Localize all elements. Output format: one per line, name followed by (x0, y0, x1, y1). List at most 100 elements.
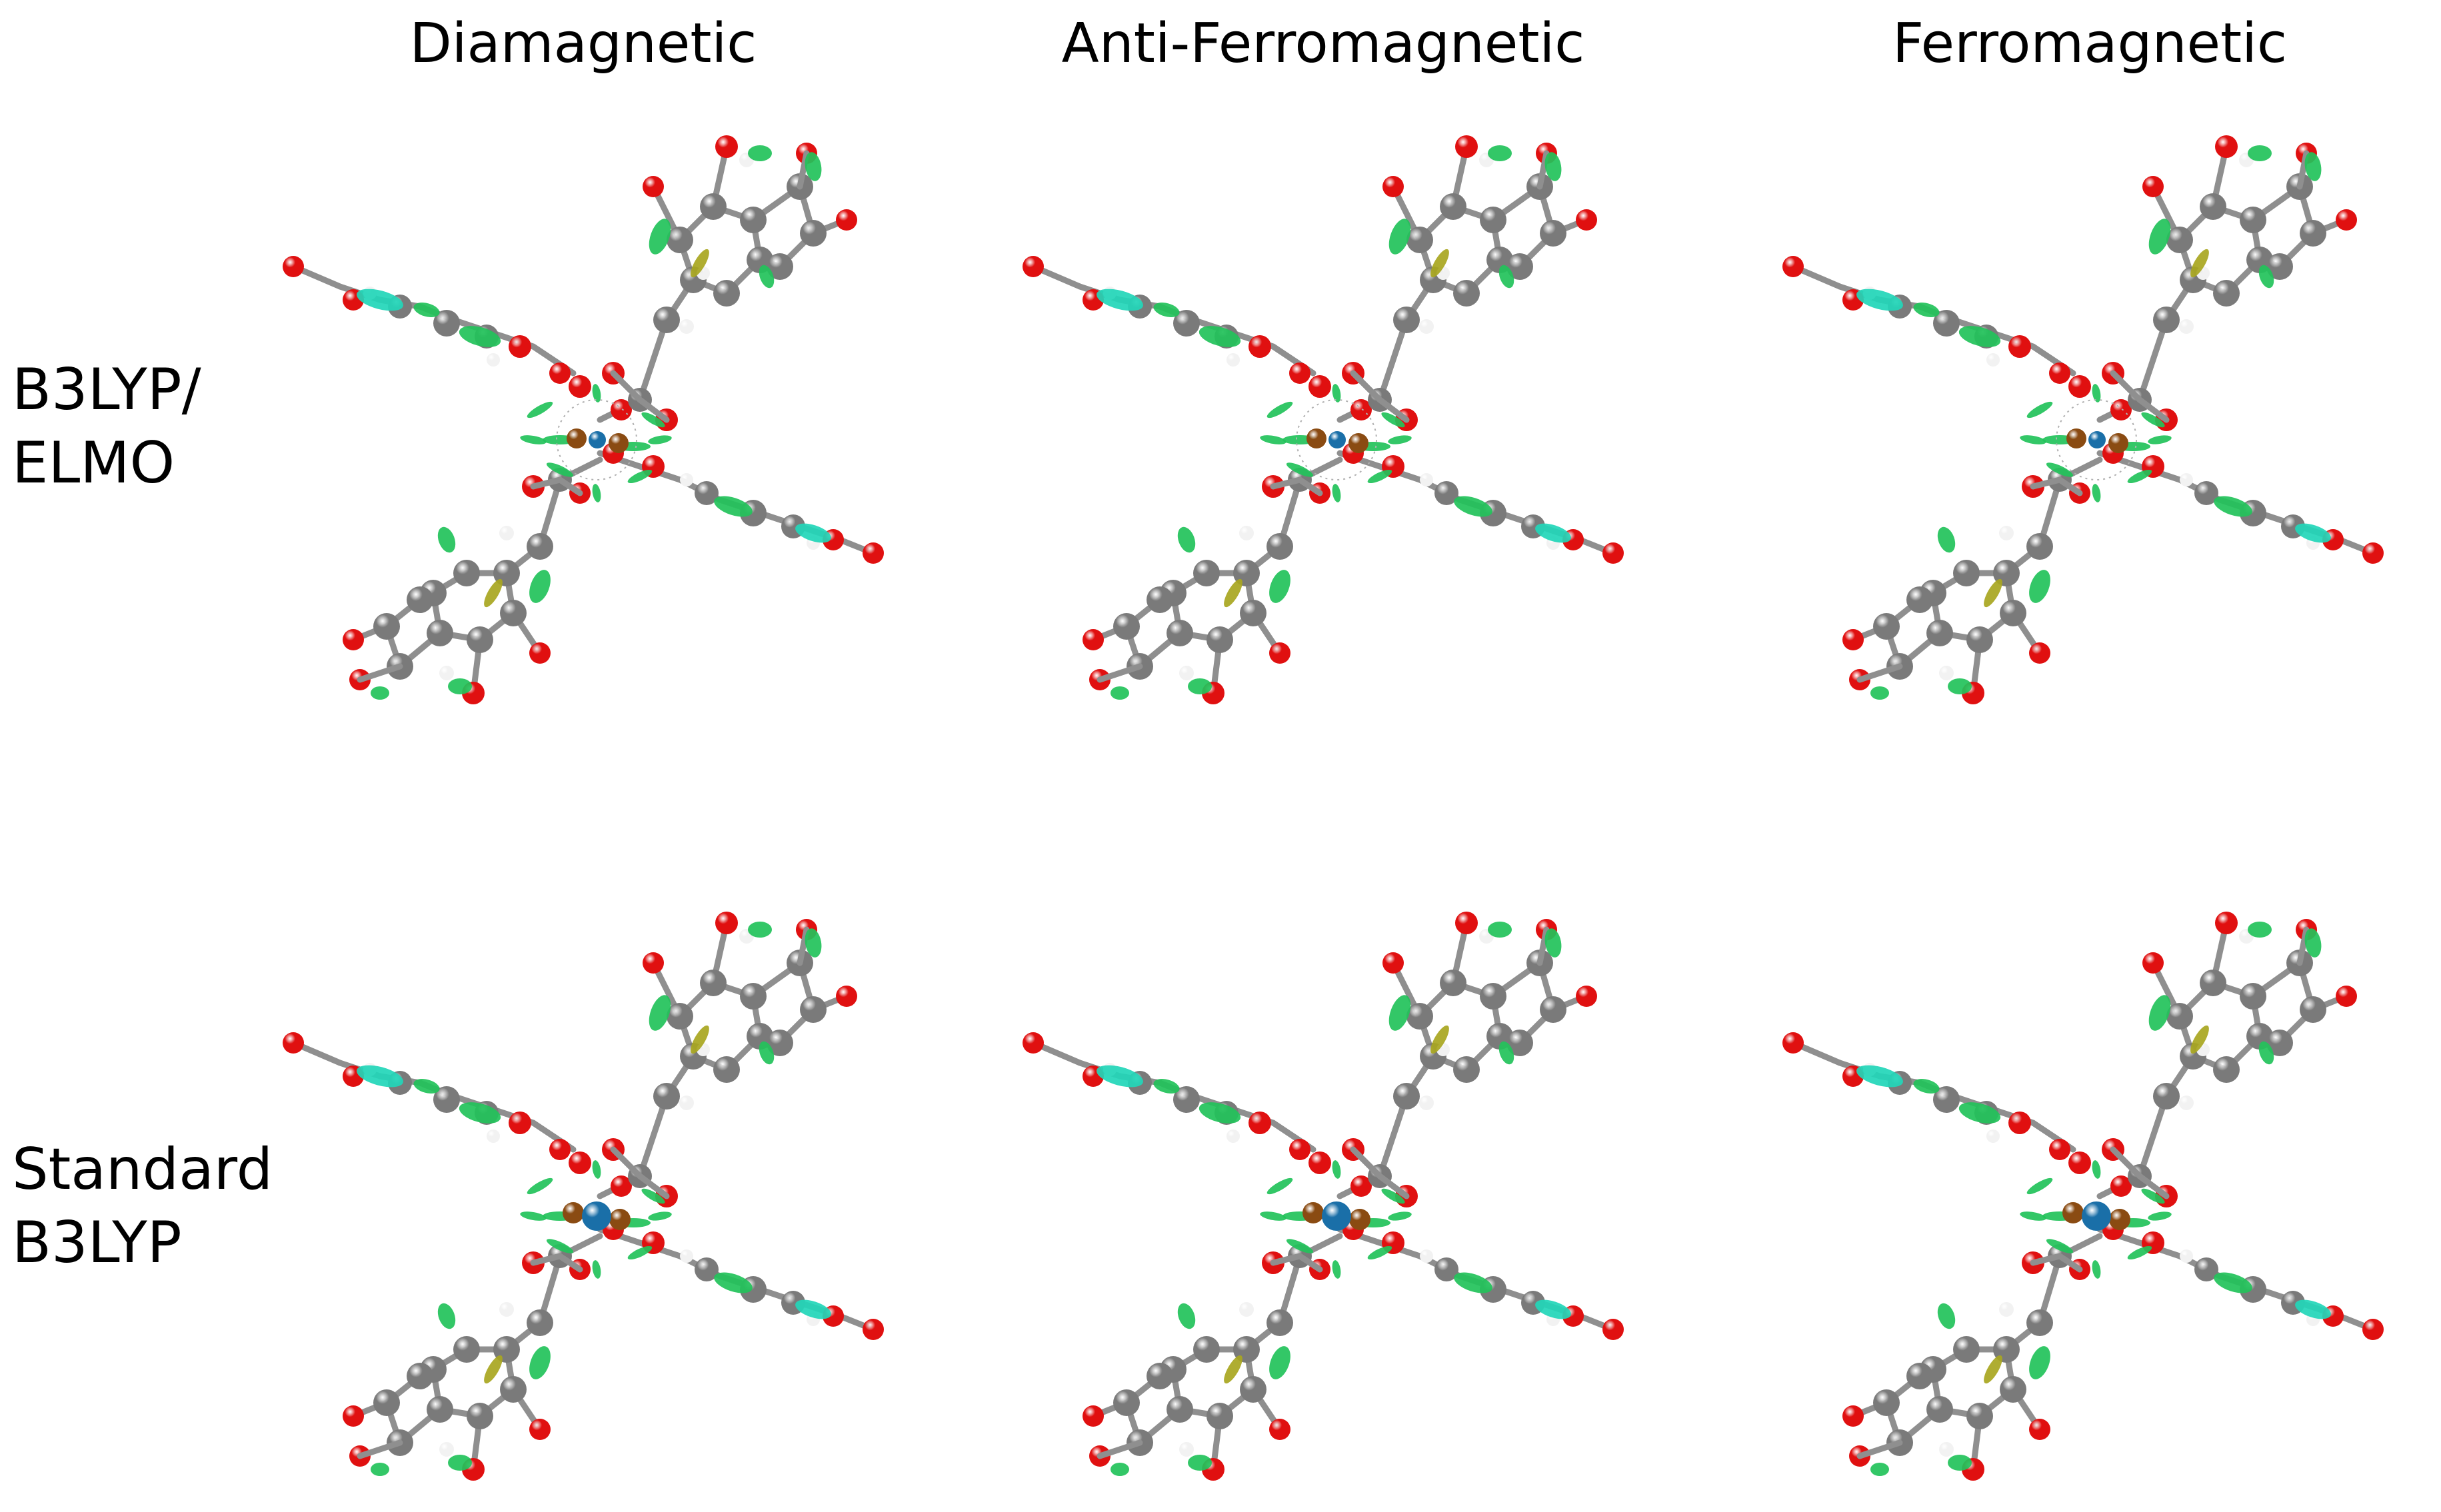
hydrogen-atom (1419, 1096, 1434, 1110)
bond (530, 1253, 563, 1266)
carbon-atom (1440, 970, 1466, 996)
carbon-atom (1873, 1389, 1900, 1416)
nci-surface (527, 1177, 553, 1195)
carbon-atom (2300, 996, 2326, 1023)
nci-surface-yellow (1430, 249, 1449, 278)
nci-surface-yellow (484, 1355, 503, 1384)
molecule-structure (1023, 912, 1624, 1481)
nci-surface (1498, 1041, 1514, 1065)
nci-surface (1332, 384, 1341, 402)
oxygen-atom (2008, 1112, 2031, 1134)
bond (1376, 317, 1410, 403)
oxygen-atom (549, 363, 571, 384)
nci-surface (748, 922, 772, 938)
carbon-atom (1240, 1376, 1266, 1403)
copper-atom (563, 1202, 584, 1223)
metal-center-atom (582, 1201, 611, 1231)
oxygen-atom (1782, 1032, 1804, 1054)
hydrogen-atom (1239, 1302, 1254, 1317)
copper-atom (609, 1209, 631, 1230)
nci-surface (1958, 326, 2001, 347)
bond (2030, 476, 2063, 490)
carbon-atom (800, 220, 827, 247)
molecule-group (283, 912, 884, 1481)
nci-surface-yellow (1224, 1355, 1242, 1384)
bond (2136, 1093, 2170, 1179)
hydrogen-atom (1419, 319, 1434, 334)
carbon-atom (2026, 1309, 2053, 1336)
hydrogen-atom (2180, 1249, 2193, 1263)
oxygen-atom (1269, 1419, 1290, 1440)
nci-surface (520, 1211, 547, 1221)
oxygen-atom (2029, 642, 2050, 664)
carbon-atom (740, 207, 767, 233)
nci-surface (1266, 401, 1293, 418)
carbon-atom (740, 983, 767, 1010)
oxygen-atom (863, 1319, 884, 1340)
copper-atom (2062, 1202, 2084, 1223)
carbon-atom (653, 1083, 680, 1110)
bond (1350, 370, 1383, 403)
bond (357, 1439, 403, 1459)
hydrogen-atom (487, 353, 500, 367)
bond (557, 476, 583, 496)
carbon-atom (2026, 533, 2053, 560)
nci-surface (1286, 1239, 1314, 1253)
oxygen-atom (2029, 1419, 2050, 1440)
carbon-atom (1193, 560, 1220, 586)
oxygen-atom (1308, 375, 1331, 398)
carbon-atom (1540, 220, 1566, 247)
bond (2136, 396, 2170, 423)
nci-surface-yellow (2190, 249, 2209, 278)
bond (1270, 1253, 1303, 1266)
oxygen-atom (1842, 629, 1864, 650)
oxygen-atom (2049, 1139, 2070, 1160)
carbon-atom (713, 280, 740, 307)
hydrogen-atom (1239, 526, 1254, 540)
carbon-atom (500, 600, 527, 626)
oxygen-atom (549, 1139, 571, 1160)
row-label-line2: ELMO (12, 430, 175, 496)
bond (637, 317, 670, 403)
nci-surface-cyan (1856, 289, 1903, 311)
carbon-atom (467, 626, 493, 653)
oxygen-atom (1455, 135, 1478, 158)
carbon-atom (695, 481, 719, 505)
carbon-atom (800, 996, 827, 1023)
bond (1097, 663, 1143, 683)
oxygen-atom (715, 135, 738, 158)
molecule-group (1782, 135, 2384, 704)
carbon-atom (2166, 227, 2193, 253)
carbon-atom (1266, 533, 1293, 560)
metal-center-atom (589, 431, 606, 448)
nci-surface (627, 469, 653, 484)
carbon-atom (1953, 1336, 1980, 1363)
oxygen-atom (2336, 986, 2357, 1007)
carbon-atom (1113, 613, 1140, 640)
nci-surface (2148, 435, 2172, 444)
nci-surface (459, 1102, 501, 1124)
nci-surface-yellow (1984, 1355, 2002, 1384)
nci-surface (1870, 1463, 1889, 1476)
nci-surface (2127, 1245, 2152, 1260)
nci-surface (1177, 526, 1196, 553)
nci-surface (592, 1260, 601, 1279)
nci-surface-cyan (1097, 289, 1143, 311)
nci-surface (2020, 1211, 2046, 1221)
nci-surface (649, 995, 671, 1031)
nci-surface (2148, 1211, 2172, 1221)
oxygen-atom (2049, 363, 2070, 384)
oxygen-atom (1083, 1405, 1104, 1427)
nci-surface (1948, 678, 1972, 694)
carbon-atom (1434, 481, 1458, 505)
carbon-atom (1906, 1363, 1933, 1389)
nci-surface (448, 1455, 472, 1471)
nci-surface (1454, 496, 1492, 517)
copper-atom (1306, 428, 1326, 448)
nci-surface (2141, 1188, 2165, 1204)
nci-surface (2148, 995, 2171, 1031)
molecule-group (1023, 912, 1624, 1481)
nci-surface (1188, 678, 1212, 694)
nci-surface (520, 435, 547, 444)
nci-surface (1332, 1260, 1341, 1279)
